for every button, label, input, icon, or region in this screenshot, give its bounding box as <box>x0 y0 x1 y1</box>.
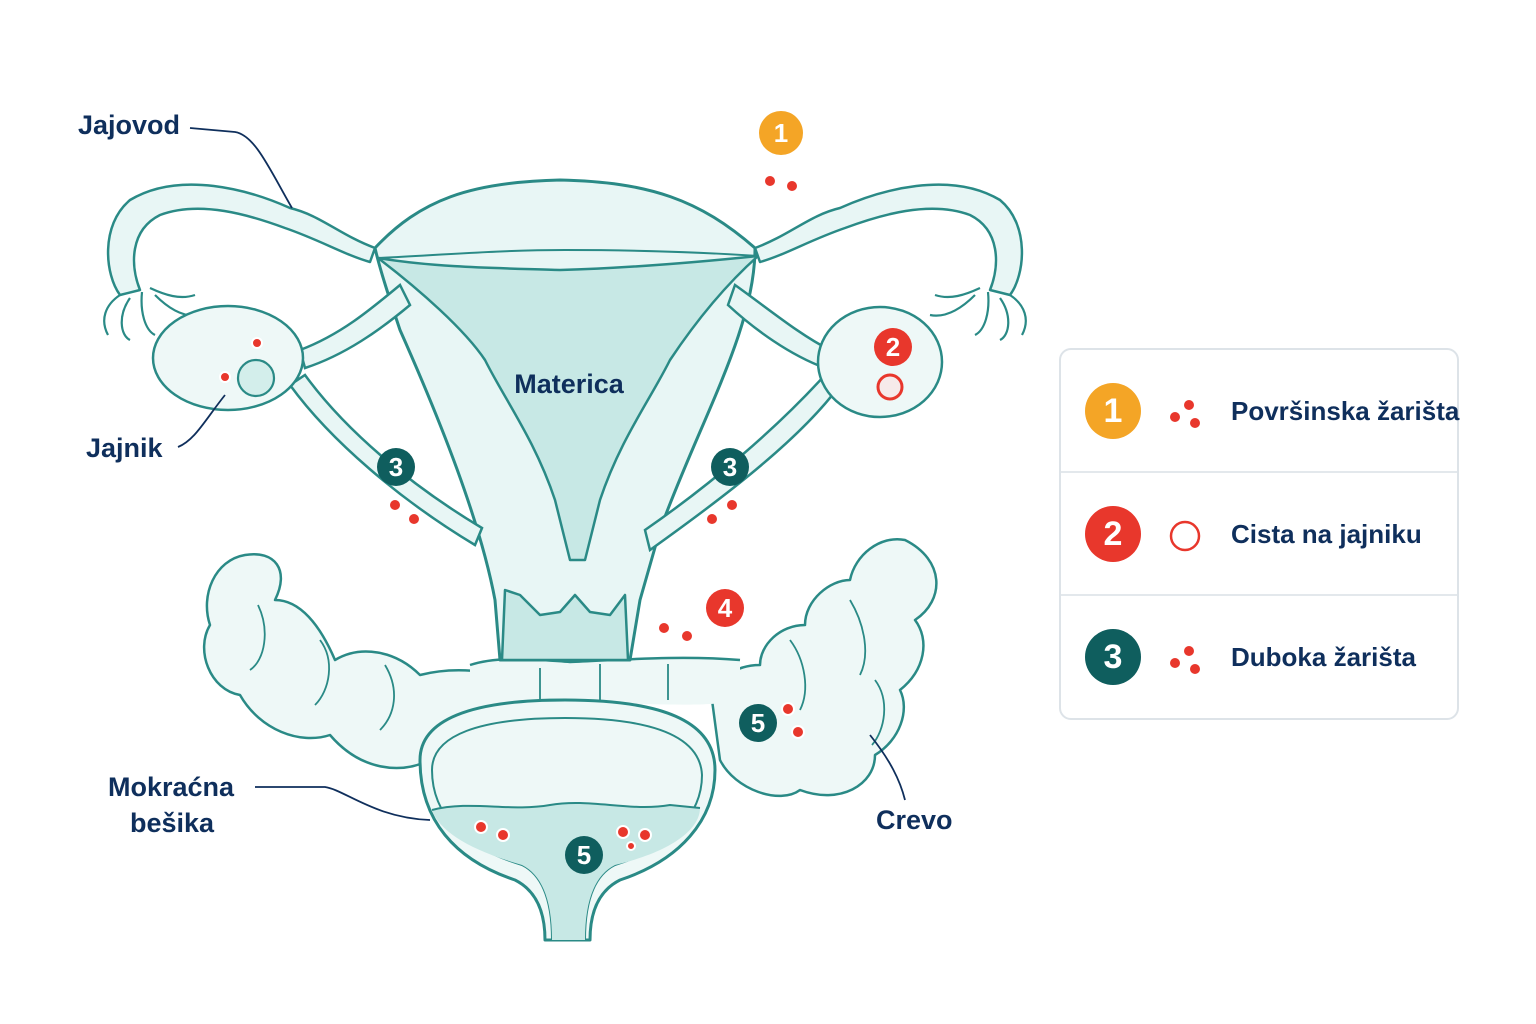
badge-2: 2 <box>874 328 912 366</box>
lesion-dot <box>388 498 402 512</box>
svg-text:5: 5 <box>751 708 765 738</box>
badge-1: 1 <box>759 111 803 155</box>
ovarian-cyst <box>876 373 904 401</box>
legend-item-ovarian-cyst: 2 Cista na jajniku <box>1061 473 1457 596</box>
dots-icon <box>1170 400 1200 428</box>
left-ovary <box>151 304 305 412</box>
svg-text:3: 3 <box>723 452 737 482</box>
lesion-dot <box>251 337 263 349</box>
lesion-dot <box>785 179 799 193</box>
leader-lines <box>177 127 906 821</box>
legend-item-deep: 3 Duboka žarišta <box>1061 596 1457 719</box>
lesion-dot <box>407 512 421 526</box>
badge-5-bladder: 5 <box>565 836 603 874</box>
lesion-dot <box>657 621 671 635</box>
lesion-dot <box>626 841 636 851</box>
left-fallopian-tube <box>103 183 377 341</box>
ring-icon <box>1169 520 1201 552</box>
svg-text:2: 2 <box>886 332 900 362</box>
label-bowel: Crevo <box>876 805 953 835</box>
lesion-dot <box>705 512 719 526</box>
label-fallopian-tube: Jajovod <box>78 110 180 140</box>
lesion-dot <box>680 629 694 643</box>
svg-text:1: 1 <box>774 118 788 148</box>
lesion-dot <box>763 174 777 188</box>
lesion-dot <box>638 828 652 842</box>
svg-text:4: 4 <box>718 593 733 623</box>
legend-label: Cista na jajniku <box>1231 519 1422 549</box>
lesion-dot <box>219 371 231 383</box>
label-uterus: Materica <box>514 369 625 399</box>
legend-badge-1: 1 <box>1085 383 1141 439</box>
badge-5-bowel: 5 <box>739 704 777 742</box>
legend-label: Površinska žarišta <box>1231 396 1460 426</box>
lesion-dot <box>474 820 488 834</box>
lesion-dot <box>496 828 510 842</box>
lesions <box>219 174 805 851</box>
label-bladder-line2: bešika <box>130 808 215 838</box>
svg-text:3: 3 <box>389 452 403 482</box>
uterus <box>373 178 760 662</box>
label-ovary: Jajnik <box>86 433 164 463</box>
legend: 1 Površinska žarišta 2 Cista na jajniku … <box>1059 348 1459 720</box>
badge-3-left: 3 <box>377 448 415 486</box>
lesion-dot <box>781 702 795 716</box>
dots-icon <box>1170 646 1200 674</box>
lesion-dot <box>616 825 630 839</box>
badge-3-right: 3 <box>711 448 749 486</box>
badge-4: 4 <box>706 589 744 627</box>
legend-label: Duboka žarišta <box>1231 642 1416 672</box>
legend-item-superficial: 1 Površinska žarišta <box>1061 350 1460 473</box>
legend-badge-2: 2 <box>1085 506 1141 562</box>
lesion-dot <box>791 725 805 739</box>
svg-text:5: 5 <box>577 840 591 870</box>
right-fallopian-tube <box>753 183 1027 341</box>
lesion-dot <box>725 498 739 512</box>
bladder <box>418 698 717 942</box>
label-bladder-line1: Mokraćna <box>108 772 235 802</box>
right-ovary <box>816 305 944 419</box>
legend-badge-3: 3 <box>1085 629 1141 685</box>
